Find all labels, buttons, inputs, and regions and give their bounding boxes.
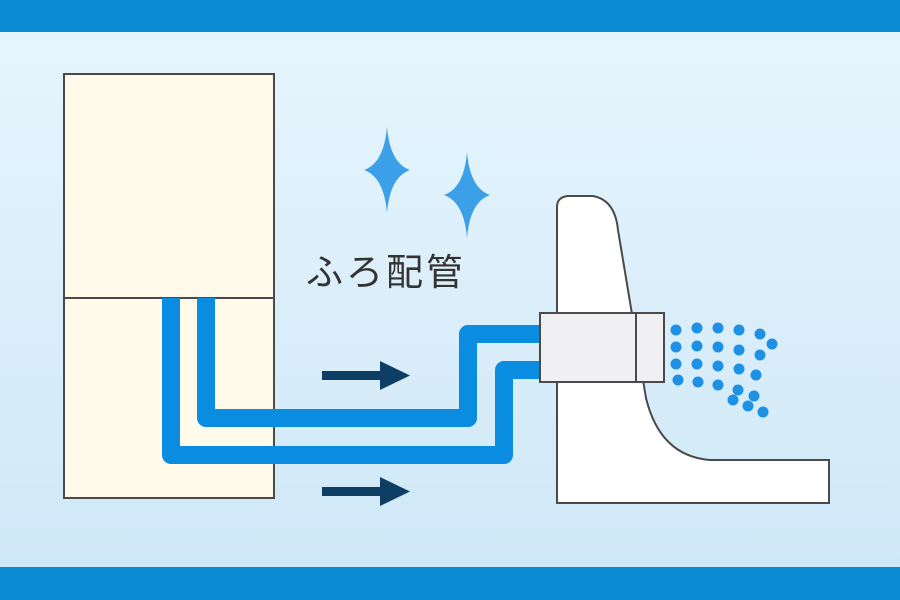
bathtub-body bbox=[556, 195, 830, 504]
bottom-frame-bar bbox=[0, 567, 900, 600]
spray-dot bbox=[692, 376, 704, 388]
spray-dot bbox=[727, 394, 739, 406]
spray-dot bbox=[712, 341, 724, 353]
spray-dot bbox=[742, 400, 754, 412]
bathtub bbox=[556, 195, 830, 504]
spray-dot bbox=[672, 374, 684, 386]
bath-pipe-label: ふろ配管 bbox=[306, 251, 466, 294]
arrow-right-icon bbox=[322, 477, 410, 506]
water-heater-unit bbox=[63, 73, 275, 499]
spray-dot bbox=[712, 322, 724, 334]
spray-dot bbox=[750, 369, 762, 381]
arrow-right-icon bbox=[322, 361, 410, 390]
spray-dot bbox=[712, 360, 724, 372]
sparkles bbox=[364, 127, 490, 238]
spray-dot bbox=[766, 338, 778, 350]
bath-adapter bbox=[539, 312, 665, 383]
spray-dot bbox=[733, 363, 745, 375]
spray-dot bbox=[670, 341, 682, 353]
spray-dot bbox=[754, 328, 766, 340]
spray-dot bbox=[670, 358, 682, 370]
spray-dot bbox=[733, 344, 745, 356]
water-spray-icon bbox=[670, 322, 778, 418]
spray-dot bbox=[732, 384, 744, 396]
spray-dot bbox=[754, 349, 766, 361]
spray-dot bbox=[757, 406, 769, 418]
spray-dot bbox=[691, 340, 703, 352]
adapter-inner bbox=[539, 312, 637, 383]
spray-dot bbox=[748, 390, 760, 402]
flow-arrows bbox=[322, 361, 410, 506]
spray-dot bbox=[733, 324, 745, 336]
spray-dot bbox=[691, 322, 703, 334]
unit-upper-panel bbox=[63, 73, 275, 299]
spray-dot bbox=[691, 358, 703, 370]
sparkle-icon bbox=[444, 152, 490, 238]
bath-pipe-lower bbox=[162, 298, 548, 464]
bath-pipe-upper bbox=[197, 298, 548, 427]
sparkle-icon bbox=[364, 127, 410, 213]
top-frame-bar bbox=[0, 0, 900, 32]
spray-dot bbox=[670, 324, 682, 336]
spray-dot bbox=[712, 379, 724, 391]
bath-pipes bbox=[162, 298, 548, 464]
